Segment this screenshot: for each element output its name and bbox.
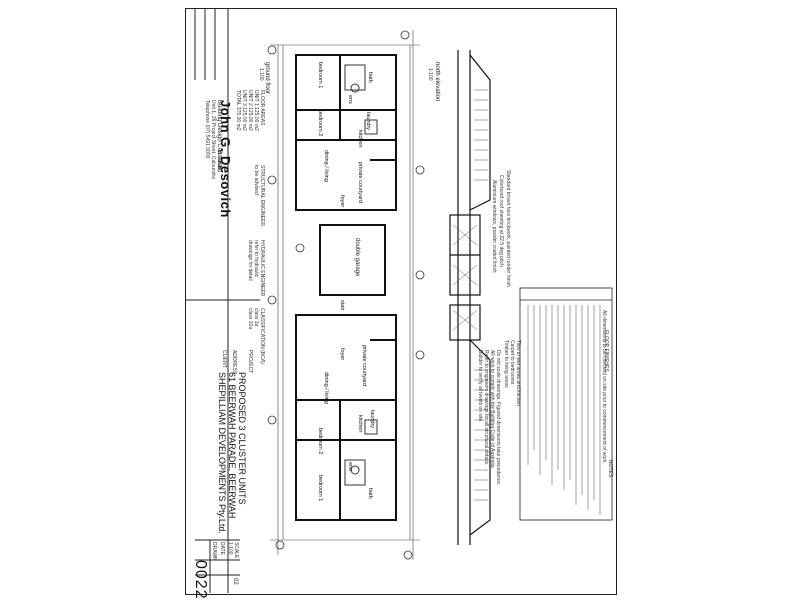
room-label: stair (339, 300, 345, 311)
room-label: bedroom 1 (317, 62, 323, 89)
sheet-number: 02 (232, 578, 238, 585)
elevation-callout: Colorbond roof sheeting at 22.5 deg pitc… (498, 175, 504, 267)
architect-line: Unit 1, 26 Project Street, Caloundra (210, 100, 216, 179)
legend-row: UNIT 2 125.00 m2 (247, 90, 253, 131)
finish-line: Timber to living areas (503, 340, 509, 388)
room-label: private courtyard (357, 162, 363, 203)
note-line: All dimensions to be checked on site pri… (601, 310, 607, 464)
legend-row: UNIT 1 125.00 m2 (253, 90, 259, 131)
note-line: Refer to engineers drawings for all stru… (483, 350, 489, 466)
room-label: ens (347, 462, 353, 471)
floor-plan (295, 54, 397, 521)
note-line: Builder to verify all levels on site. (477, 350, 483, 423)
project-client: SHEPILLIAM DEVELOPMENTS Pty.Ltd. (217, 372, 227, 534)
elevation-scale: 1:100 (427, 68, 433, 81)
project-label: PROJECT (247, 350, 253, 374)
architect-line: Telephone (07) 5491 0000 (204, 100, 210, 159)
date-label: DATE (219, 542, 225, 555)
room-label: laundry (369, 410, 375, 429)
scale-label: SCALE (233, 542, 239, 559)
room-label: foyer (339, 348, 345, 361)
classification-heading: CLASSIFICATION (BCA) (259, 308, 265, 364)
drawing-sheet (185, 8, 617, 595)
architect-subtitle: Building Design Consultant (216, 100, 222, 173)
north-elevation (449, 50, 491, 545)
room-label: bath (367, 488, 373, 499)
room-label: bedroom 2 (317, 428, 323, 455)
finish-line: Tiles to wet areas and kitchen (515, 340, 521, 406)
room-label: dining / living (323, 150, 329, 182)
note-line: All work to comply with the Building Cod… (489, 350, 495, 469)
classification-line: class 1a (253, 308, 259, 327)
classification-line: class 10a (247, 308, 253, 330)
structural-line: to be advised (253, 165, 259, 195)
room-label: bedroom 2 (317, 110, 323, 137)
legend-row: UNIT 3 125.00 m2 (241, 90, 247, 131)
legend-heading: FLOOR AREAS (259, 90, 265, 126)
garage-label: double garage (354, 238, 360, 277)
room-label: private courtyard (361, 345, 367, 386)
room-label: foyer (339, 195, 345, 208)
hydraulic-line: refer to hydraulic (253, 240, 259, 278)
room-label: ens (347, 95, 353, 104)
notes-heading: NOTES (607, 460, 613, 478)
elevation-callout: Aluminium windows, powder coated finish (491, 180, 497, 273)
hydraulic-heading: HYDRAULIC ENGINEER (259, 240, 265, 297)
elevation-label: north elevation (434, 62, 440, 102)
client-label: CLIENT (221, 350, 227, 368)
legend-row: TOTAL 375.00 m2 (235, 90, 241, 131)
room-label: laundry (365, 112, 371, 131)
room-label: dining / living (323, 372, 329, 404)
hydraulic-line: drawings for detail (247, 240, 253, 281)
scale-value: 1:100 (227, 542, 233, 555)
room-label: bedroom 1 (317, 475, 323, 502)
plan-scale: 1:100 (258, 68, 264, 81)
address-label: ADDRESS (231, 350, 237, 375)
note-line: Do not scale drawings. Figured dimension… (495, 350, 501, 486)
finish-line: Carpet to bedrooms (509, 340, 515, 385)
elevation-callout: Standard brown face brickwork, painted r… (505, 170, 511, 287)
drawing-number: 0022 (192, 560, 209, 600)
room-label: kitchen (357, 415, 363, 433)
project-address: 61 BEERWAH PARADE, BEERWAH (227, 372, 237, 519)
room-label: bath (367, 72, 373, 83)
structural-heading: STRUCTURAL ENGINEER (259, 165, 265, 226)
plan-label: ground floor (264, 62, 270, 95)
room-label: kitchen (357, 130, 363, 148)
project-title: PROPOSED 3 CLUSTER UNITS (237, 372, 247, 505)
drawn-label: DRAWN (211, 542, 217, 561)
